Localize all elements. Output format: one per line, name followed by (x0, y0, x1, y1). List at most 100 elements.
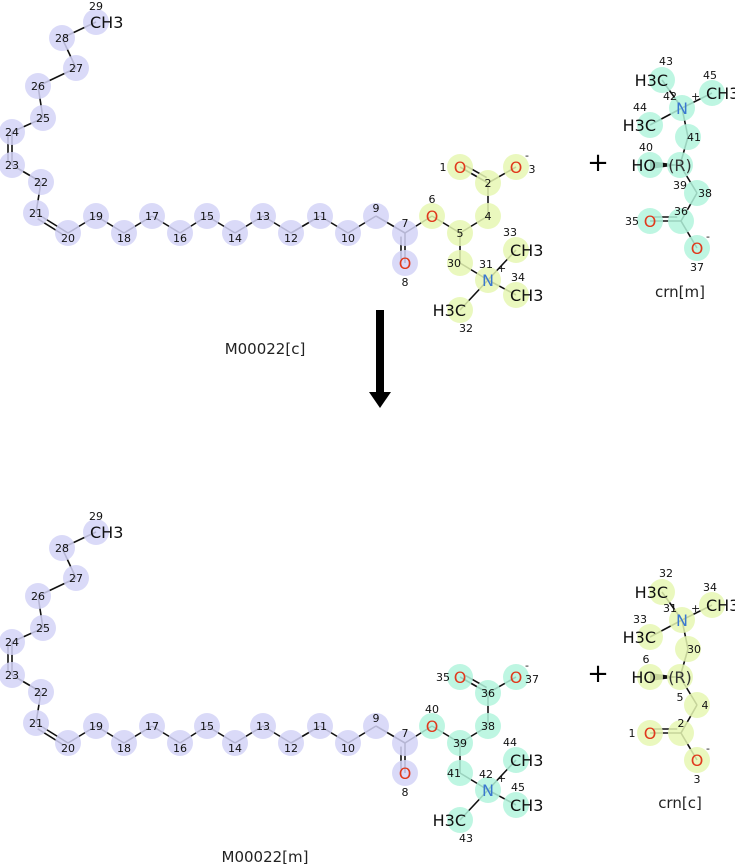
atom-number: 30 (447, 257, 461, 270)
atom-highlight (669, 607, 695, 633)
atom-highlight (63, 565, 89, 591)
atom-number: 29 (89, 0, 103, 13)
substrate-name-M00022-c: M00022[c] (225, 340, 306, 358)
atom-highlight (419, 203, 445, 229)
atom-28: 28 (49, 535, 75, 561)
atom-22: 22 (28, 679, 54, 705)
atom-number: 5 (457, 227, 464, 240)
atom-number: 1 (629, 727, 636, 740)
atom-highlight (447, 807, 473, 833)
atom-number: 11 (313, 720, 327, 733)
atom-number: 13 (256, 210, 270, 223)
atom-number: 7 (402, 217, 409, 230)
atom-highlight (669, 95, 695, 121)
atom-highlight (111, 220, 137, 246)
atom-14: 14 (222, 730, 248, 756)
atom-number: 37 (525, 673, 539, 686)
atom-number: 45 (511, 781, 525, 794)
atom-label: (R) (668, 668, 692, 687)
atom-label: H3C (623, 116, 656, 135)
atom-37: O-37 (503, 659, 539, 690)
atom-highlight (637, 112, 663, 138)
atom-highlight (363, 203, 389, 229)
atom-highlight (139, 203, 165, 229)
product-name-crn-c: crn[c] (658, 794, 702, 812)
atom-highlight (111, 730, 137, 756)
atom-number: 35 (625, 215, 639, 228)
atom-highlight (49, 25, 75, 51)
atom-37: O-37 (684, 230, 710, 274)
atom-number: 39 (673, 179, 687, 192)
atom-highlight (392, 730, 418, 756)
atom-6: O6 (419, 193, 445, 229)
atom-23: 23 (0, 152, 25, 178)
atom-highlight (503, 747, 529, 773)
product-name-M00022-m: M00022[m] (222, 848, 309, 866)
atom-number: 32 (659, 567, 673, 580)
atom-5: (R)5 (667, 664, 693, 704)
atom-highlight (30, 615, 56, 641)
atom-22: 22 (28, 169, 54, 195)
atom-number: 26 (31, 80, 45, 93)
atom-label: CH3 (706, 596, 735, 615)
atom-highlight (55, 730, 81, 756)
atom-highlight (392, 220, 418, 246)
atom-number: 3 (694, 773, 701, 786)
atom-19: 19 (83, 203, 109, 229)
atom-26: 26 (25, 73, 51, 99)
atom-highlight (668, 208, 694, 234)
atom-number: 34 (511, 271, 525, 284)
atom-24: 24 (0, 119, 25, 145)
atom-number: 11 (313, 210, 327, 223)
atom-10: 10 (335, 730, 361, 756)
atom-21: 21 (23, 200, 49, 226)
atom-highlight (475, 777, 501, 803)
atom-30: 30 (675, 636, 701, 662)
atom-highlight (30, 105, 56, 131)
atom-number: 8 (402, 276, 409, 289)
atom-5: 5 (447, 220, 473, 246)
atom-highlight (278, 220, 304, 246)
atom-highlight (167, 730, 193, 756)
atom-number: 23 (5, 159, 19, 172)
atom-30: 30 (447, 250, 473, 276)
atom-38: 38 (475, 713, 501, 739)
plus-sign-bottom: + (587, 659, 609, 689)
charge-label: + (691, 602, 700, 615)
atom-highlight (684, 180, 710, 206)
molecule-M00022-c: CH32928272625242322212019181716151413121… (0, 0, 543, 335)
atom-1: O1 (629, 720, 663, 746)
atom-number: 44 (503, 736, 517, 749)
atom-highlight (28, 679, 54, 705)
charge-label: + (497, 772, 506, 785)
atom-label: O (691, 239, 704, 258)
atom-highlight (419, 713, 445, 739)
atom-number: 9 (373, 202, 380, 215)
atom-24: 24 (0, 629, 25, 655)
atom-number: 31 (663, 602, 677, 615)
atom-label: N (482, 781, 494, 800)
atom-highlight (250, 203, 276, 229)
atom-6: HO6 (631, 653, 663, 690)
atom-number: 29 (89, 510, 103, 523)
atom-41: 41 (447, 760, 473, 786)
atom-16: 16 (167, 730, 193, 756)
atom-8: O8 (392, 250, 418, 289)
reaction-arrow (369, 310, 391, 408)
atom-highlight (637, 664, 663, 690)
atom-35: O35 (625, 208, 663, 234)
atom-highlight (63, 55, 89, 81)
atom-highlight (649, 67, 675, 93)
atom-highlight (139, 713, 165, 739)
atom-highlight (0, 662, 25, 688)
atom-1: O1 (440, 154, 473, 180)
atom-number: 2 (678, 717, 685, 730)
charge-label: - (706, 230, 710, 243)
atom-number: 16 (173, 232, 187, 245)
